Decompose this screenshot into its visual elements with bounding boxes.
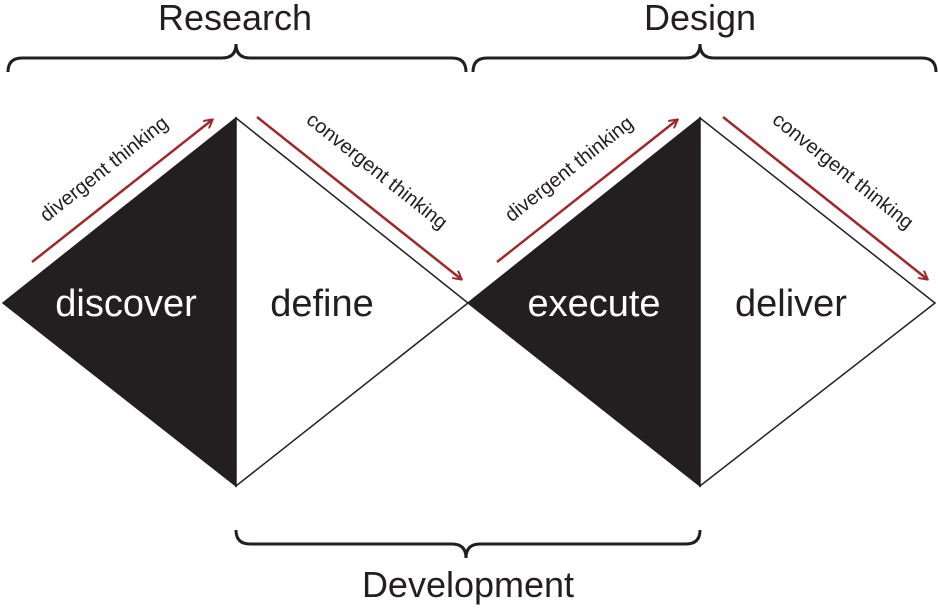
research-label: Research [158, 0, 312, 38]
design-label: Design [644, 0, 756, 38]
define-label: define [270, 283, 374, 325]
discover-label: discover [55, 283, 197, 325]
development-bracket [234, 529, 702, 559]
divergent-arrow-2 [496, 120, 677, 263]
deliver-label: deliver [735, 283, 847, 325]
execute-label: execute [527, 283, 660, 325]
define-region [235, 116, 470, 488]
convergent-arrow-2 [722, 116, 927, 279]
research-bracket [6, 43, 468, 73]
development-label: Development [362, 564, 574, 605]
deliver-region [699, 116, 937, 488]
convergent-arrow-1 [256, 116, 461, 279]
design-bracket [471, 43, 938, 73]
divergent-arrow-1 [31, 120, 212, 263]
